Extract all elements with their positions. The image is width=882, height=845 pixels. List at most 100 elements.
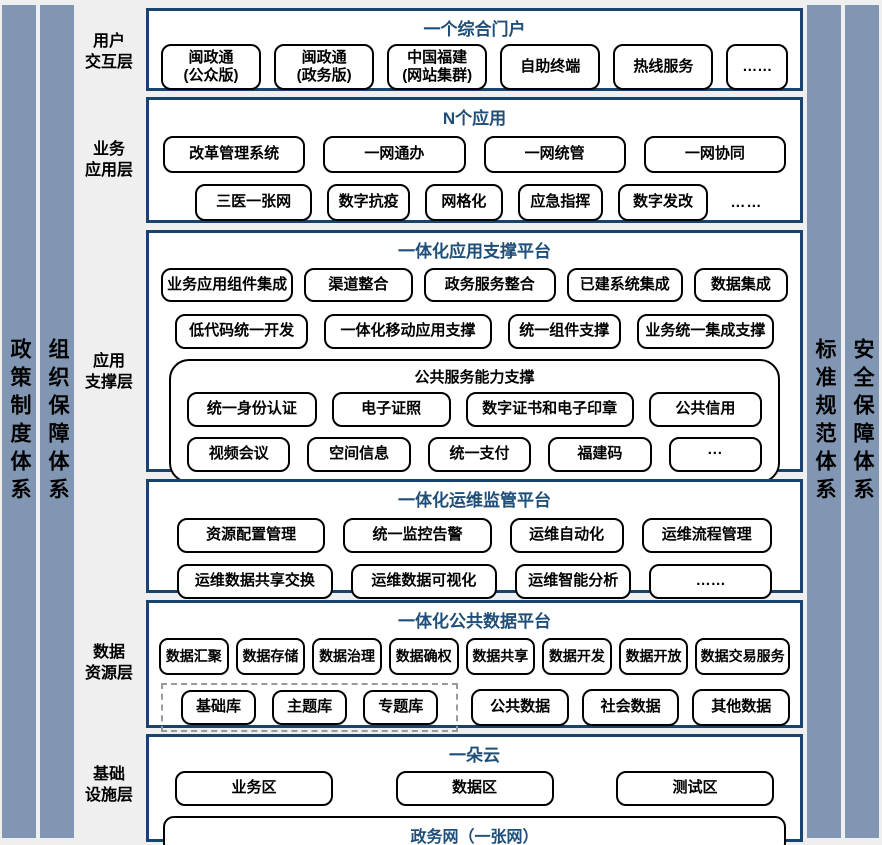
ops-item: 运维智能分析 [515, 564, 632, 599]
support-item: 数据集成 [693, 268, 788, 302]
portal-items-row: 闽政通 (公众版) 闽政通 (政务版) 中国福建 (网站集群) 自助终端 热线服… [161, 44, 789, 90]
data-item: 数据确权 [388, 638, 459, 675]
library-item: 主题库 [272, 690, 348, 725]
apps-ellipsis: …… [730, 194, 763, 211]
layer-label-user-interaction: 用户 交互层 [84, 33, 133, 72]
pillar-organization-label: 组织保障体系 [46, 337, 69, 506]
portal-item-more: …… [726, 44, 789, 90]
ops-item: 运维数据可视化 [350, 564, 498, 599]
pillar-policy-label: 政策制度体系 [8, 337, 31, 506]
data-item: 数据交易服务 [695, 638, 790, 675]
app-item: 改革管理系统 [163, 136, 306, 173]
ops-row-2: 运维数据共享交换 运维数据可视化 运维智能分析 …… [177, 564, 773, 599]
public-service-item-more: ··· [668, 437, 763, 472]
app-item: 一网统管 [483, 136, 626, 173]
public-service-item: 统一支付 [427, 437, 532, 472]
layer-label-business-application: 业务 应用层 [84, 141, 133, 180]
database-group: 基础库 主题库 专题库 [161, 683, 459, 732]
pillar-standards-system: 标准规范体系 [807, 5, 841, 838]
section-app-support-platform: 一体化应用支撑平台 业务应用组件集成 渠道整合 政务服务整合 已建系统集成 数据… [146, 230, 803, 483]
ops-item: 运维流程管理 [641, 518, 773, 553]
network-bar: 政务网（一张网） [163, 816, 786, 845]
pillar-standards-label: 标准规范体系 [813, 337, 836, 506]
cloud-zone: 数据区 [395, 771, 554, 806]
applications-title: N个应用 [442, 109, 507, 128]
pillar-policy-system: 政策制度体系 [2, 5, 36, 838]
ops-title: 一体化运维监管平台 [398, 491, 551, 510]
cloud-zone: 业务区 [175, 771, 333, 806]
portal-item: 热线服务 [613, 44, 714, 90]
data-platform-title: 一体化公共数据平台 [398, 612, 551, 631]
layer-label-data-resource: 数据 资源层 [84, 644, 133, 683]
cloud-zone: 测试区 [616, 771, 774, 806]
portal-item: 闽政通 (政务版) [274, 44, 375, 90]
app-item: 数字抗疫 [327, 184, 410, 221]
pillar-security-label: 安全保障体系 [851, 337, 874, 506]
support-item: 业务应用组件集成 [161, 268, 294, 302]
support-item: 一体化移动应用支撑 [324, 314, 492, 349]
app-support-row-1: 业务应用组件集成 渠道整合 政务服务整合 已建系统集成 数据集成 [161, 268, 788, 302]
ops-item: 运维数据共享交换 [177, 564, 333, 599]
applications-row-2: 三医一张网 数字抗疫 网格化 应急指挥 数字发改 …… [195, 184, 770, 221]
app-item: 一网通办 [323, 136, 466, 173]
app-support-title: 一体化应用支撑平台 [398, 242, 551, 261]
support-item: 政务服务整合 [423, 268, 556, 302]
support-item: 已建系统集成 [566, 268, 683, 302]
support-item: 统一组件支撑 [507, 314, 621, 349]
public-services-row-2: 视频会议 空间信息 统一支付 福建码 ··· [187, 437, 763, 472]
pillar-security-system: 安全保障体系 [845, 5, 879, 838]
support-item: 业务统一集成支撑 [636, 314, 774, 349]
data-platform-row-2: 基础库 主题库 专题库 公共数据 社会数据 其他数据 [161, 683, 790, 732]
app-item: 一网协同 [643, 136, 786, 173]
data-source-item: 其他数据 [692, 689, 790, 726]
public-service-item: 福建码 [548, 437, 652, 472]
public-service-item: 空间信息 [307, 437, 411, 472]
public-service-item: 数字证书和电子印章 [465, 392, 634, 427]
section-portal: 一个综合门户 闽政通 (公众版) 闽政通 (政务版) 中国福建 (网站集群) 自… [146, 8, 803, 91]
app-item: 应急指挥 [517, 184, 604, 221]
layer-label-application-support: 应用 支撑层 [84, 353, 133, 392]
section-applications: N个应用 改革管理系统 一网通办 一网统管 一网协同 三医一张网 数字抗疫 网格… [146, 97, 803, 223]
ops-item: 统一监控告警 [343, 518, 492, 553]
data-item: 数据汇聚 [159, 638, 229, 675]
public-services-row-1: 统一身份认证 电子证照 数字证书和电子印章 公共信用 [187, 392, 762, 427]
ops-row-1: 资源配置管理 统一监控告警 运维自动化 运维流程管理 [177, 518, 773, 553]
ops-item-more: …… [649, 564, 773, 599]
data-item: 数据治理 [312, 638, 382, 675]
public-service-item: 视频会议 [187, 437, 291, 472]
data-source-item: 社会数据 [581, 689, 680, 726]
data-source-item: 公共数据 [471, 689, 569, 726]
public-service-item: 统一身份认证 [187, 392, 317, 427]
data-item: 数据开放 [618, 638, 689, 675]
applications-row-1: 改革管理系统 一网通办 一网统管 一网协同 [163, 136, 786, 173]
cloud-title: 一朵云 [449, 746, 500, 765]
public-service-item: 公共信用 [648, 392, 762, 427]
app-item: 网格化 [425, 184, 503, 221]
data-item: 数据存储 [235, 638, 306, 675]
app-support-row-2: 低代码统一开发 一体化移动应用支撑 统一组件支撑 业务统一集成支撑 [175, 314, 774, 349]
support-item: 渠道整合 [304, 268, 413, 302]
data-item: 数据开发 [542, 638, 612, 675]
ops-item: 运维自动化 [509, 518, 624, 553]
data-item: 数据共享 [465, 638, 536, 675]
portal-item: 自助终端 [500, 44, 601, 90]
section-cloud: 一朵云 业务区 数据区 测试区 政务网（一张网） [146, 734, 803, 845]
pillar-organization-system: 组织保障体系 [40, 5, 74, 838]
public-services-container: 公共服务能力支撑 统一身份认证 电子证照 数字证书和电子印章 公共信用 视频会议… [169, 359, 780, 483]
portal-item: 中国福建 (网站集群) [387, 44, 488, 90]
app-item: 三医一张网 [195, 184, 313, 221]
layer-label-infrastructure: 基础 设施层 [84, 766, 133, 805]
app-item: 数字发改 [618, 184, 708, 221]
portal-title: 一个综合门户 [423, 20, 526, 39]
public-services-title: 公共服务能力支撑 [414, 369, 535, 386]
portal-item: 闽政通 (公众版) [161, 44, 262, 90]
ops-item: 资源配置管理 [177, 518, 326, 553]
cloud-zones-row: 业务区 数据区 测试区 [175, 771, 774, 806]
support-item: 低代码统一开发 [175, 314, 309, 349]
data-platform-row-1: 数据汇聚 数据存储 数据治理 数据确权 数据共享 数据开发 数据开放 数据交易服… [159, 638, 790, 675]
section-data-platform: 一体化公共数据平台 数据汇聚 数据存储 数据治理 数据确权 数据共享 数据开发 … [146, 600, 803, 732]
public-service-item: 电子证照 [331, 392, 451, 427]
section-ops-platform: 一体化运维监管平台 资源配置管理 统一监控告警 运维自动化 运维流程管理 运维数… [146, 479, 803, 599]
library-item: 基础库 [181, 690, 257, 725]
